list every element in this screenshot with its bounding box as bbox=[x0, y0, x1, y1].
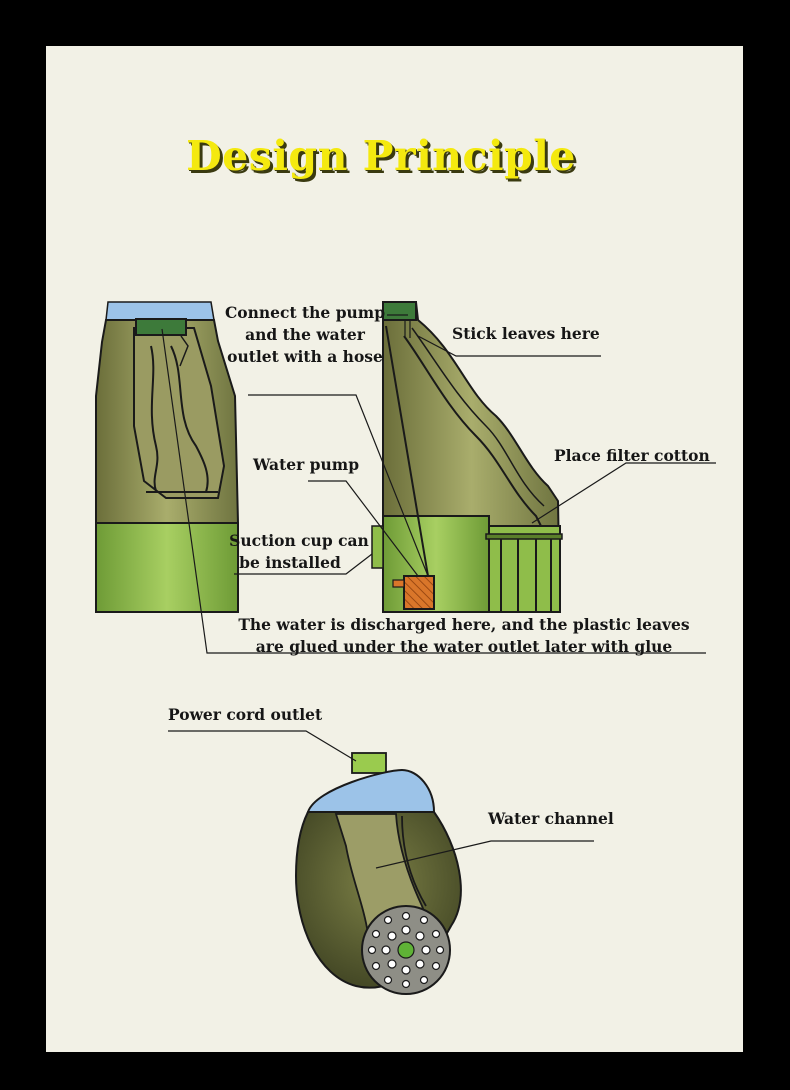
front-view-outlet bbox=[135, 318, 187, 336]
top-down-blue-cap bbox=[306, 768, 436, 813]
power-cord-tab bbox=[351, 752, 387, 774]
leader-lines bbox=[161, 328, 716, 869]
label-water-channel: Water channel bbox=[488, 809, 614, 828]
label-water-pump: Water pump bbox=[253, 455, 360, 474]
label-suction-cup-line-1: Suction cup can bbox=[229, 531, 369, 550]
label-connect-pump-line-1: Connect the pump bbox=[224, 303, 386, 322]
label-connect-pump-line-3: outlet with a hose bbox=[227, 347, 383, 366]
side-view-water-pump bbox=[403, 575, 435, 610]
diagram-drawing bbox=[95, 301, 716, 995]
front-view-blue-cap bbox=[105, 301, 215, 321]
diagram-panel: Design Principle bbox=[46, 46, 743, 1052]
page-title: Design Principle bbox=[186, 132, 576, 180]
label-suction-cup-line-2: be installed bbox=[239, 553, 341, 572]
side-view-suction-cup bbox=[371, 525, 384, 569]
filter-holes bbox=[367, 911, 445, 989]
label-connect-pump: Connect the pump and the water outlet wi… bbox=[220, 302, 390, 368]
label-discharge: The water is discharged here, and the pl… bbox=[214, 614, 714, 658]
top-down-view bbox=[294, 752, 462, 995]
label-discharge-line-1: The water is discharged here, and the pl… bbox=[238, 615, 690, 634]
label-suction-cup: Suction cup can be installed bbox=[224, 530, 374, 574]
label-discharge-line-2: are glued under the water outlet later w… bbox=[255, 637, 673, 656]
label-connect-pump-line-2: and the water bbox=[245, 325, 365, 344]
side-view-water-tank bbox=[382, 515, 490, 613]
label-place-filter: Place filter cotton bbox=[554, 446, 710, 465]
label-power-cord: Power cord outlet bbox=[168, 705, 323, 724]
front-view bbox=[95, 301, 240, 613]
label-stick-leaves: Stick leaves here bbox=[452, 324, 600, 343]
side-section-view bbox=[371, 301, 563, 613]
